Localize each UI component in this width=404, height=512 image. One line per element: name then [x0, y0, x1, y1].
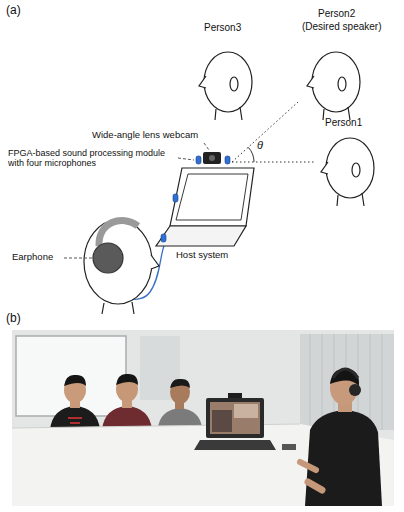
person-head: [321, 138, 374, 206]
nose: [307, 76, 314, 88]
ear: [352, 163, 360, 177]
head-outline: [84, 220, 152, 304]
neck: [337, 193, 364, 206]
webcam: [203, 152, 221, 164]
headband: [99, 220, 138, 246]
person-label: Person2: [318, 8, 355, 20]
part-label: Earphone: [12, 252, 53, 263]
seated-person: [50, 375, 100, 430]
photograph: [12, 330, 394, 506]
leader-line: [204, 143, 209, 150]
person-label: Person1: [325, 117, 362, 129]
microphone: [161, 234, 166, 242]
seated-person: [158, 379, 202, 428]
laptop-display: [176, 174, 248, 220]
nose: [151, 255, 159, 269]
photo-laptop: [194, 393, 296, 450]
listener-head: [84, 220, 159, 314]
photo-wall: [12, 330, 394, 506]
person-head: [307, 52, 360, 120]
laptop-base: [156, 226, 246, 246]
person-label: Person3: [204, 22, 241, 34]
part-label: Host system: [176, 250, 228, 261]
part-label: FPGA-based sound processing module with …: [8, 148, 174, 169]
head-outline: [326, 138, 374, 198]
person-head: [199, 52, 252, 120]
microphones: [161, 156, 230, 242]
head-outline: [204, 52, 252, 112]
panel-letter: (a): [6, 4, 21, 18]
head-outline: [312, 52, 360, 112]
panel-letter: (b): [6, 312, 21, 326]
webcam-lens: [209, 155, 215, 161]
ear: [230, 77, 238, 91]
laptop: [156, 168, 254, 246]
photo-listener: [300, 369, 382, 506]
person-role: (Desired speaker): [302, 21, 381, 33]
ear-cup: [93, 243, 123, 273]
nose: [321, 162, 328, 174]
seated-person: [102, 374, 152, 430]
webcam-body: [203, 152, 221, 164]
angle-arc: [248, 147, 254, 162]
angle-symbol: θ: [257, 139, 263, 152]
microphone: [225, 156, 230, 164]
microphone: [173, 194, 178, 202]
ear: [338, 77, 346, 91]
whiteboard: [16, 336, 126, 416]
speaker-direction-line: [232, 102, 298, 162]
leader-line: [64, 258, 92, 259]
neck: [102, 302, 134, 314]
sight-lines: [232, 102, 314, 162]
microphone: [196, 156, 201, 164]
part-label: Wide-angle lens webcam: [92, 130, 198, 141]
leader-line: [178, 158, 194, 160]
reference-line: [232, 162, 314, 163]
neck: [215, 107, 242, 120]
laptop-screen: [170, 168, 254, 226]
nose: [199, 76, 206, 88]
